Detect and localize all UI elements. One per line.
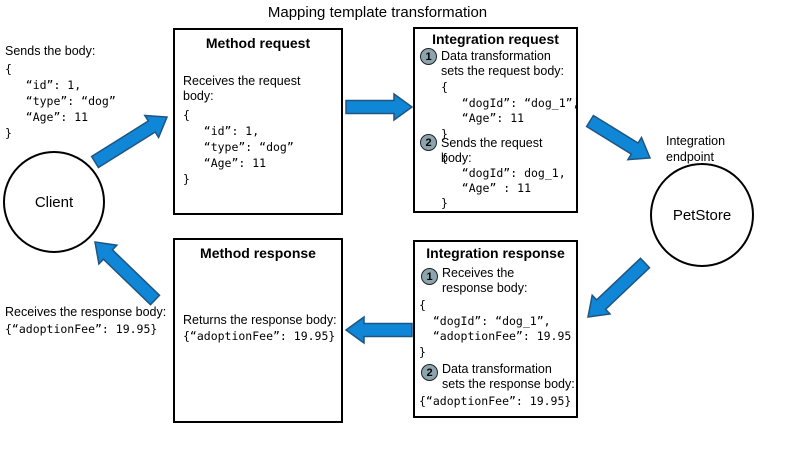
arrow-integration-response-to-method-response <box>344 315 413 345</box>
response-step-2-badge: 2 <box>421 364 438 381</box>
step-1-badge: 1 <box>420 48 437 65</box>
integration-request-step2-code: { “dogId”: dog_1, “Age” : 11 } <box>441 151 566 210</box>
response-step-1-number: 1 <box>426 270 433 283</box>
arrow-method-request-to-integration-request <box>345 92 414 122</box>
method-response-title: Method response <box>200 245 316 261</box>
petstore-node: PetStore <box>650 163 754 267</box>
method-response-box: Method response Returns the response bod… <box>173 238 343 423</box>
integration-request-step1-heading: Data transformation sets the request bod… <box>441 49 564 78</box>
step-2-number: 2 <box>425 136 432 149</box>
arrow-method-response-to-client <box>94 241 161 306</box>
arrow-integration-request-to-endpoint <box>585 114 652 161</box>
client-node: Client <box>3 151 105 253</box>
integration-request-box: Integration request 1 Data transformatio… <box>413 27 580 213</box>
integration-request-title: Integration request <box>432 31 559 47</box>
integration-response-box: Integration response 1 Receives the resp… <box>413 240 578 418</box>
diagram-title: Mapping template transformation <box>267 4 488 21</box>
integration-request-step2-heading: Sends the request body: <box>441 136 543 165</box>
client-receives-heading: Receives the response body: <box>5 305 167 319</box>
arrow-client-to-method-request <box>90 114 169 169</box>
integration-response-step2-code: {“adoptionFee”: 19.95} <box>419 394 572 408</box>
integration-response-step2-heading: Data transformation sets the response bo… <box>442 362 575 391</box>
method-response-heading: Returns the response body: <box>183 313 337 327</box>
client-receives-block: Receives the response body: {“adoptionFe… <box>5 305 166 338</box>
client-node-label: Client <box>34 193 74 211</box>
method-request-code: { “id”: 1, “type”: “dog” “Age”: 11 } <box>183 108 294 186</box>
integration-response-step1-heading: Receives the response body: <box>442 266 528 295</box>
step-2-badge: 2 <box>420 134 437 151</box>
arrow-petstore-to-integration-response <box>587 257 651 318</box>
petstore-node-label: PetStore <box>672 206 732 224</box>
integration-response-step1-code: { “dogId”: “dog_1”, “adoptionFee”: 19.95… <box>419 298 572 359</box>
client-sends-code: { “id”: 1, “type”: “dog” “Age”: 11 } <box>5 62 116 140</box>
client-sends-heading: Sends the body: <box>5 44 96 58</box>
method-request-box: Method request Receives the request body… <box>173 28 343 215</box>
method-response-code: {“adoptionFee”: 19.95} <box>183 329 336 343</box>
integration-request-step1-code: { “dogId”: “dog_1”, “Age”: 11 } <box>441 80 580 141</box>
client-receives-code: {“adoptionFee”: 19.95} <box>5 322 158 336</box>
method-request-title: Method request <box>205 35 311 51</box>
integration-endpoint-label: Integration endpoint <box>666 134 726 164</box>
step-1-number: 1 <box>425 50 432 63</box>
client-sends-block: Sends the body: { “id”: 1, “type”: “dog”… <box>5 44 116 141</box>
response-step-1-badge: 1 <box>421 268 438 285</box>
method-request-heading: Receives the request body: <box>183 74 301 103</box>
response-step-2-number: 2 <box>426 366 433 379</box>
integration-response-title: Integration response <box>426 245 565 261</box>
